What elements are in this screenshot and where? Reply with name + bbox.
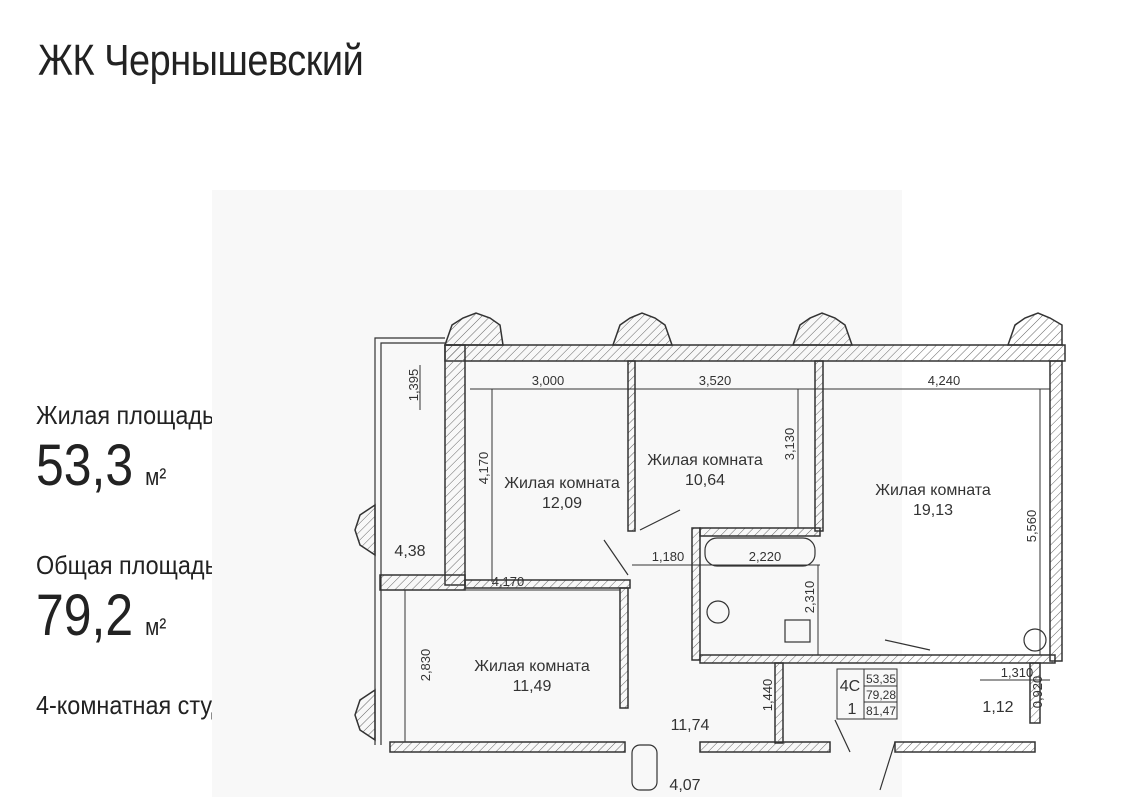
dim-label: 5,560 (1024, 510, 1039, 543)
floor-plan-background (212, 190, 902, 797)
bathroom-area: 4,07 (669, 777, 700, 794)
room-2-name: Жилая комната (647, 452, 763, 469)
dim-label: 1,395 (406, 369, 421, 402)
dim-label: 3,520 (699, 373, 732, 388)
stamp-value: 53,35 (866, 672, 896, 686)
balcony (374, 337, 445, 745)
apartment-stamp: 4С 1 53,35 79,28 81,47 (836, 668, 898, 720)
dim-label: 2,310 (802, 581, 817, 614)
room-4-area: 11,49 (513, 678, 552, 695)
page-title: ЖК Чернышевский (38, 36, 364, 85)
living-area-number: 53,3 (36, 433, 134, 498)
bath-icon (631, 744, 658, 791)
walls (379, 344, 1066, 753)
dim-label: 2,830 (418, 649, 433, 682)
dimension-lines (404, 365, 1050, 742)
bathtub-icon (704, 537, 816, 567)
room-4-name: Жилая комната (474, 658, 590, 675)
fixtures (603, 509, 1047, 791)
closet-area: 1,12 (982, 699, 1013, 716)
sink-icon (706, 600, 730, 624)
hall-area: 11,74 (671, 717, 710, 734)
room-3-name: Жилая комната (875, 482, 991, 499)
dim-label: 3,000 (532, 373, 565, 388)
room-2-area: 10,64 (685, 472, 725, 489)
dim-label: 1,310 (1001, 665, 1034, 680)
dim-label: 4,170 (492, 574, 525, 589)
dim-label: 4,170 (476, 452, 491, 485)
room-3-area: 19,13 (913, 502, 953, 519)
room-1-area: 12,09 (542, 495, 582, 512)
dim-label: 0,920 (1030, 676, 1045, 709)
living-area-unit: м² (145, 464, 167, 491)
room-1-name: Жилая комната (504, 475, 620, 492)
dim-label: 3,130 (782, 428, 797, 461)
total-area-label: Общая площадь (36, 550, 217, 580)
total-area-number: 79,2 (36, 583, 134, 648)
dimension-labels: 1,395 3,000 3,520 4,240 4,170 3,130 5,56… (406, 369, 1045, 712)
room-labels: Жилая комната 12,09 Жилая комната 10,64 … (394, 452, 1013, 794)
dim-label: 2,220 (749, 549, 782, 564)
living-area-value: 53,3 м² (36, 432, 166, 499)
balcony-area: 4,38 (394, 543, 425, 560)
washbasin-icon (1023, 628, 1047, 652)
stamp-value: 81,47 (866, 704, 896, 718)
living-area-label: Жилая площадь (36, 400, 215, 430)
dim-label: 4,240 (928, 373, 961, 388)
toilet-icon (784, 619, 811, 643)
total-area-value: 79,2 м² (36, 582, 166, 649)
total-area-unit: м² (145, 614, 167, 641)
stamp-floor: 1 (848, 701, 857, 718)
dim-label: 1,180 (652, 549, 685, 564)
dim-label: 1,440 (760, 679, 775, 712)
door-swings (603, 509, 931, 791)
stamp-code: 4С (840, 678, 860, 695)
bay-windows (354, 312, 1063, 742)
stamp-value: 79,28 (866, 688, 896, 702)
